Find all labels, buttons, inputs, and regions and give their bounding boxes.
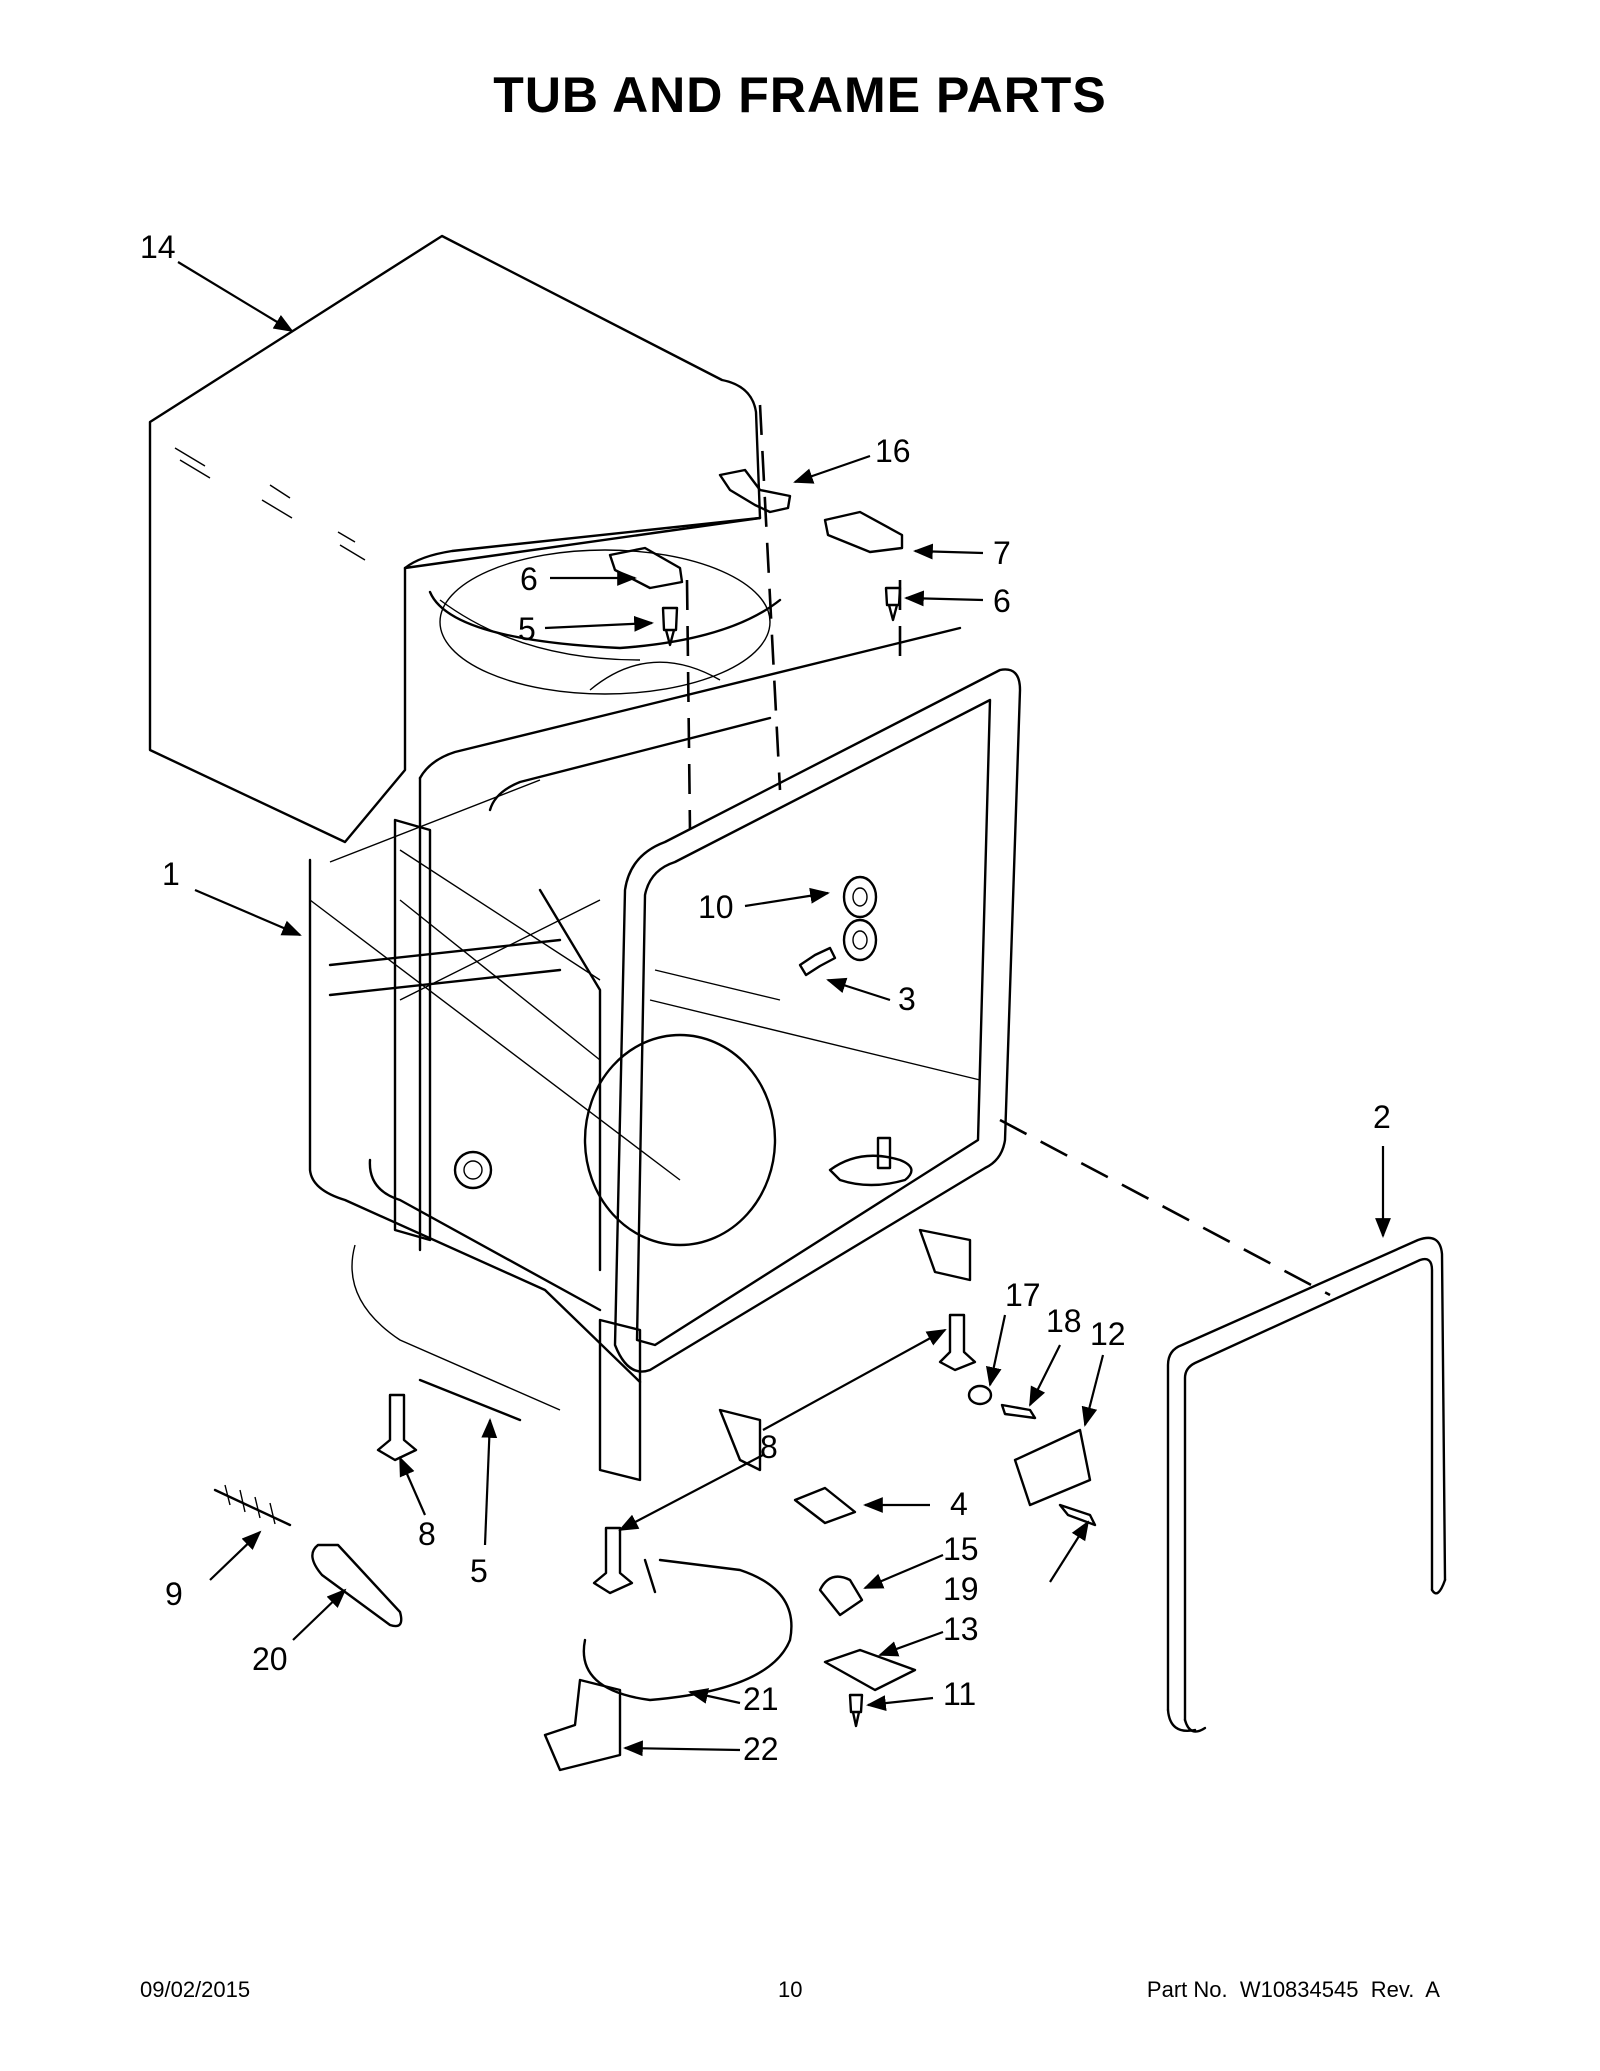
part-17-washer [967,1384,993,1406]
part-21-wire-harness [582,1558,793,1702]
callout-19: 19 [943,1571,979,1607]
callout-5-right: 6 [993,583,1011,619]
callout-15: 15 [943,1531,979,1567]
callout-2: 4 [950,1486,968,1522]
part-12-bracket [1013,1428,1092,1507]
part-8-leveling-leg-right [938,1313,977,1372]
callout-11: 11 [943,1676,976,1712]
callout-9: 9 [165,1576,183,1612]
callout-5-left: 5 [518,611,536,647]
part-19-screw [1058,1503,1097,1527]
part-6-bracket-right [823,510,904,554]
part-20-cover [311,1543,403,1628]
tub-front-frame [351,668,1022,1482]
callout-16: 16 [875,433,911,469]
part-15-thermostat [818,1575,864,1617]
callout-8-left: 8 [418,1516,436,1552]
callout-20: 20 [252,1641,288,1677]
callout-12: 12 [1090,1316,1126,1352]
part-22-mounting-bracket [543,1678,622,1772]
page-title: TUB AND FRAME PARTS [493,67,1107,123]
part-8-leveling-leg-left [376,1393,418,1462]
footer-part-number: Part No. W10834545 Rev. A [1146,1977,1440,2002]
callout-3: 2 [1373,1099,1391,1135]
callout-13: 14 [140,229,176,265]
part-6-bracket-left [608,546,684,590]
callout-22: 22 [743,1731,779,1767]
part-13-insulation-blanket [148,234,762,844]
callout-6-left: 6 [520,561,538,597]
callout-17: 17 [1005,1277,1041,1313]
callout-14: 13 [943,1611,979,1647]
part-5-screw-left [661,606,679,647]
footer-date: 09/02/2015 [140,1977,251,2002]
part-18-screw [1000,1403,1037,1420]
callout-1: 1 [162,856,180,892]
part-7-wire-loop [418,1378,522,1422]
part-4-screw [798,946,837,977]
callout-21: 21 [743,1681,779,1717]
callout-4: 3 [898,981,916,1017]
part-1-tub [308,549,962,1384]
exploded-parts-diagram: 14 16 6 7 5 6 1 10 3 2 17 18 12 8 8 5 4 … [140,229,1447,1772]
part-14-bracket [823,1648,917,1692]
part-2-label [793,1486,857,1525]
callout-8-center: 8 [760,1429,778,1465]
part-10-pulley [842,875,878,962]
callout-7: 5 [470,1553,488,1589]
part-11-screw [848,1693,864,1728]
part-8-leveling-leg-center [592,1526,634,1595]
footer-page-number: 10 [778,1977,803,2002]
part-9-spring [213,1484,292,1527]
callout-6-right: 7 [993,535,1011,571]
part-16-hinge-bracket [718,468,792,514]
part-3-door-gasket [1166,1236,1447,1733]
part-5-screw-right [884,586,902,622]
callout-10: 10 [698,889,734,925]
callout-18: 18 [1046,1303,1082,1339]
